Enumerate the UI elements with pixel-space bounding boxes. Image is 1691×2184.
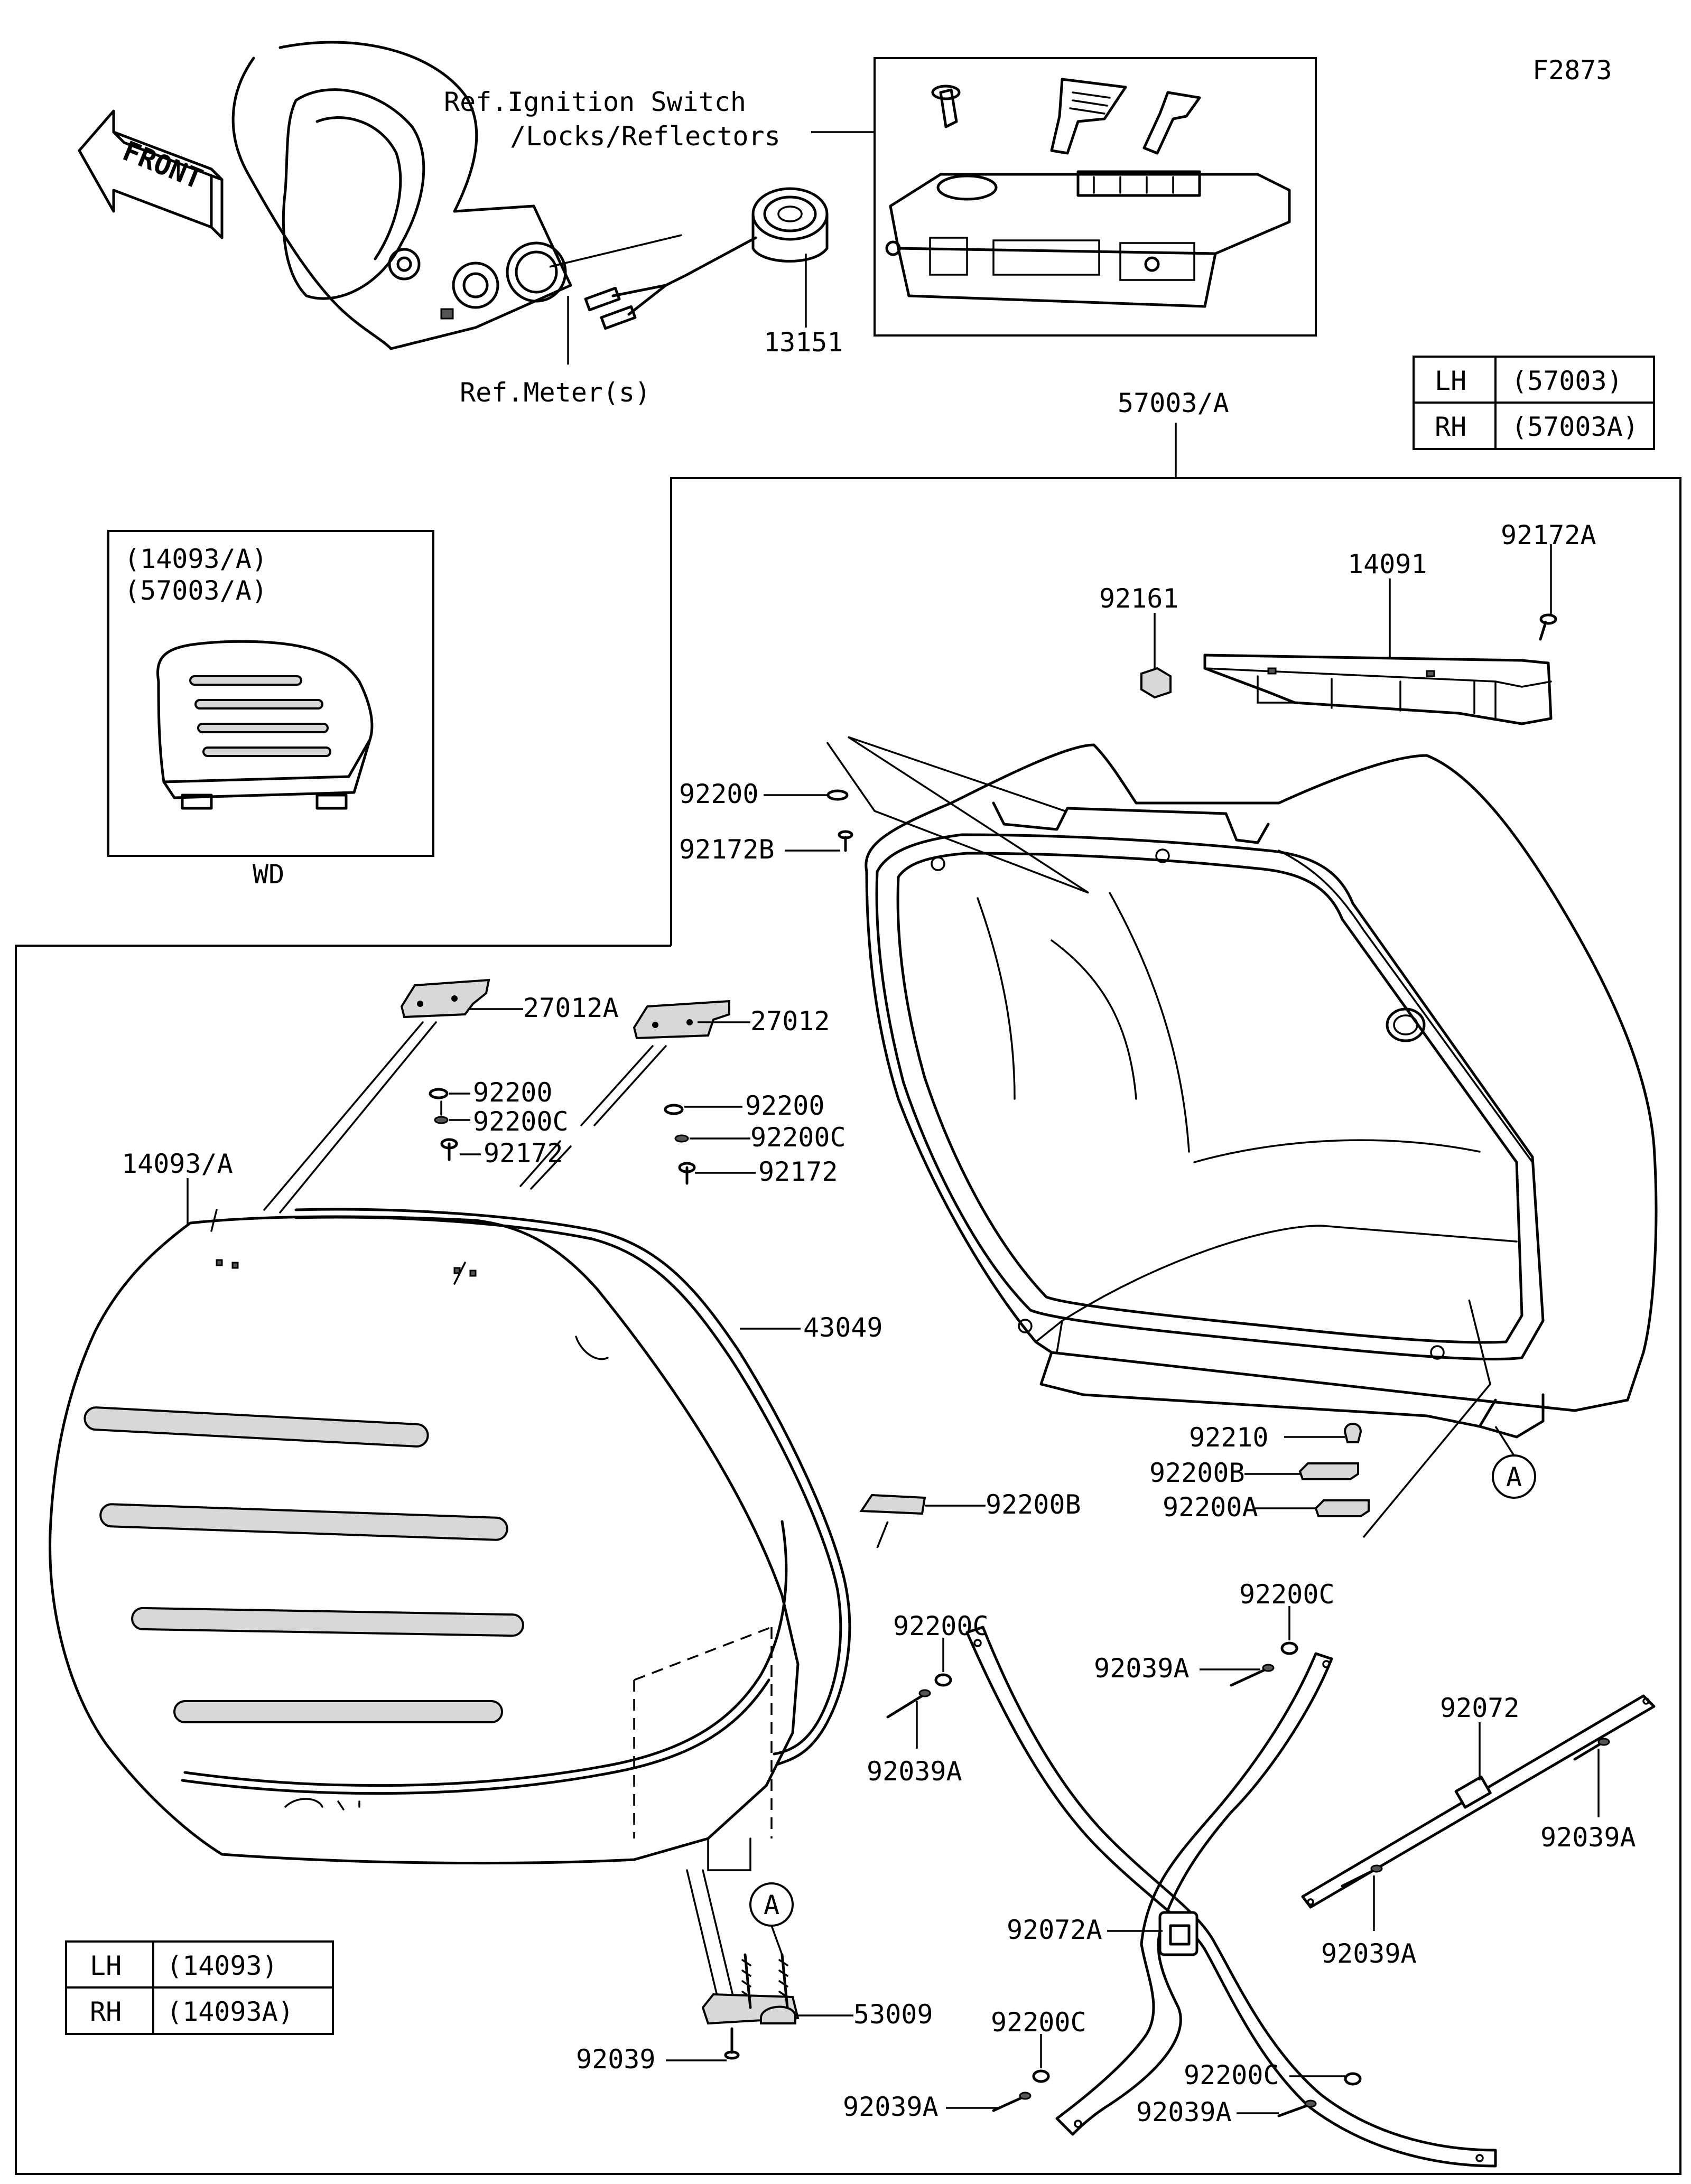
washer-92200C-icon bbox=[934, 1673, 952, 1687]
washer-92200C-icon bbox=[1032, 2069, 1050, 2083]
label-14091: 14091 bbox=[1348, 549, 1427, 580]
screw-92172A-icon bbox=[1539, 613, 1557, 641]
label-53009: 53009 bbox=[853, 1999, 933, 2030]
lock-key-drawing bbox=[885, 78, 1291, 308]
plate-27012-icon bbox=[633, 1000, 730, 1040]
label-92172B: 92172B bbox=[679, 834, 775, 865]
label-92039A-far-right: 92039A bbox=[1540, 1822, 1636, 1853]
svg-text:A: A bbox=[1506, 1462, 1522, 1492]
clip-92210-icon bbox=[1343, 1423, 1362, 1443]
label-92039A-strap: 92039A bbox=[1321, 1938, 1417, 1969]
table-cell-side: RH bbox=[90, 1996, 122, 2027]
label-92210: 92210 bbox=[1189, 1422, 1269, 1453]
label-92039A-bottom-right: 92039A bbox=[1136, 2097, 1232, 2127]
label-92200-top: 92200 bbox=[679, 779, 759, 809]
plate-92200B-icon bbox=[859, 1494, 926, 1515]
label-92200B-middle: 92200B bbox=[986, 1489, 1081, 1520]
plate-27012A-icon bbox=[400, 978, 490, 1019]
strap-92072A-drawing bbox=[965, 1626, 1497, 2168]
table-cell-side: RH bbox=[1435, 412, 1466, 442]
label-92200B: 92200B bbox=[1149, 1458, 1245, 1488]
label-92039A-right: 92039A bbox=[1094, 1653, 1190, 1684]
front-arrow-icon: FRONT bbox=[78, 109, 224, 239]
label-92200C-bottom-right: 92200C bbox=[1184, 2060, 1279, 2090]
mounting-guide-lines bbox=[263, 1021, 667, 1214]
ref-ignition-switch-label: Ref.Ignition Switch bbox=[444, 87, 746, 117]
bottom-left-side-table: LH (14093) RH (14093A) bbox=[65, 1940, 334, 2035]
label-92039: 92039 bbox=[576, 2044, 656, 2075]
label-92072A: 92072A bbox=[1007, 1915, 1102, 1945]
callout-marker-a: A bbox=[1492, 1426, 1536, 1499]
meter-housing-drawing bbox=[231, 41, 572, 350]
label-13151: 13151 bbox=[764, 327, 843, 358]
svg-text:A: A bbox=[764, 1890, 779, 1920]
rivet-92039A-icon bbox=[992, 2092, 1032, 2112]
lock-key-reference-box bbox=[874, 57, 1317, 337]
rivet-92039A-icon bbox=[1341, 1864, 1383, 1888]
rivet-92039A-icon bbox=[1230, 1664, 1275, 1687]
label-92200A: 92200A bbox=[1163, 1492, 1258, 1523]
wd-inset-caption: WD bbox=[253, 859, 284, 890]
label-92172-right: 92172 bbox=[758, 1156, 838, 1187]
rivet-92039A-icon bbox=[1573, 1738, 1610, 1761]
washer-92200C-icon bbox=[1344, 2072, 1362, 2086]
table-cell-part: (14093) bbox=[166, 1950, 278, 1981]
wd-inset-line2: (57003/A) bbox=[124, 575, 267, 606]
table-cell-part: (57003A) bbox=[1511, 412, 1639, 442]
label-27012: 27012 bbox=[750, 1006, 830, 1037]
washer-92200C-icon bbox=[674, 1134, 689, 1143]
plate-92200B-icon bbox=[1298, 1462, 1359, 1480]
washer-92200-icon bbox=[664, 1104, 684, 1115]
label-92200-left: 92200 bbox=[473, 1077, 553, 1108]
label-92172-left: 92172 bbox=[484, 1138, 563, 1169]
ref-meter-label: Ref.Meter(s) bbox=[460, 377, 651, 408]
label-92072: 92072 bbox=[1440, 1693, 1520, 1723]
assembly-57003A-frame bbox=[15, 477, 1681, 2175]
table-cell-side: LH bbox=[90, 1950, 122, 1981]
wd-inset: (14093/A) (57003/A) WD bbox=[107, 530, 434, 890]
block-92161-icon bbox=[1140, 667, 1172, 699]
label-57003A: 57003/A bbox=[1118, 388, 1229, 418]
washer-92200-icon bbox=[826, 789, 849, 801]
screw-92172-icon bbox=[678, 1162, 696, 1185]
washer-92200-icon bbox=[429, 1088, 449, 1099]
label-92039A-bottom-left: 92039A bbox=[843, 2092, 939, 2122]
label-92200C-bottom-left: 92200C bbox=[991, 2007, 1086, 2038]
washer-92200C-icon bbox=[1280, 1641, 1298, 1655]
screw-92172B-icon bbox=[838, 830, 853, 852]
washer-92200C-icon bbox=[434, 1116, 449, 1124]
lid-14093A-drawing bbox=[49, 1208, 851, 1871]
screw-92039-icon bbox=[724, 2027, 740, 2060]
inner-case-drawing bbox=[865, 743, 1658, 1439]
label-92161: 92161 bbox=[1099, 583, 1179, 614]
callout-marker-a: A bbox=[749, 1882, 794, 1927]
socket-13151-drawing bbox=[584, 187, 829, 330]
label-92200C-middle: 92200C bbox=[893, 1611, 989, 1641]
rivet-92039A-icon bbox=[886, 1689, 931, 1719]
plate-92200A-icon bbox=[1314, 1499, 1370, 1517]
reflector-14091-drawing bbox=[1203, 654, 1553, 725]
table-cell-part: (57003) bbox=[1511, 366, 1623, 396]
label-92200C-right: 92200C bbox=[750, 1122, 846, 1153]
label-43049: 43049 bbox=[803, 1312, 883, 1343]
top-right-side-table: LH (57003) RH (57003A) bbox=[1413, 356, 1655, 450]
label-92200C-left: 92200C bbox=[473, 1106, 569, 1137]
strap-92072-drawing bbox=[1301, 1694, 1656, 1909]
table-cell-side: LH bbox=[1435, 366, 1466, 396]
label-92200-right: 92200 bbox=[745, 1090, 825, 1121]
label-14093A: 14093/A bbox=[122, 1149, 233, 1179]
table-cell-part: (14093A) bbox=[166, 1996, 294, 2027]
hinge-53009-drawing bbox=[686, 1869, 800, 2025]
label-27012A: 27012A bbox=[523, 993, 619, 1023]
ref-locks-reflectors-label: /Locks/Reflectors bbox=[510, 121, 781, 152]
figure-code: F2873 bbox=[1532, 55, 1612, 86]
screw-92172-icon bbox=[440, 1138, 458, 1161]
label-92200C-right: 92200C bbox=[1239, 1579, 1335, 1610]
rivet-92039A-icon bbox=[1277, 2099, 1317, 2117]
label-92172A: 92172A bbox=[1501, 520, 1596, 550]
label-92039A-middle: 92039A bbox=[867, 1756, 962, 1787]
wd-inset-line1: (14093/A) bbox=[124, 544, 267, 574]
